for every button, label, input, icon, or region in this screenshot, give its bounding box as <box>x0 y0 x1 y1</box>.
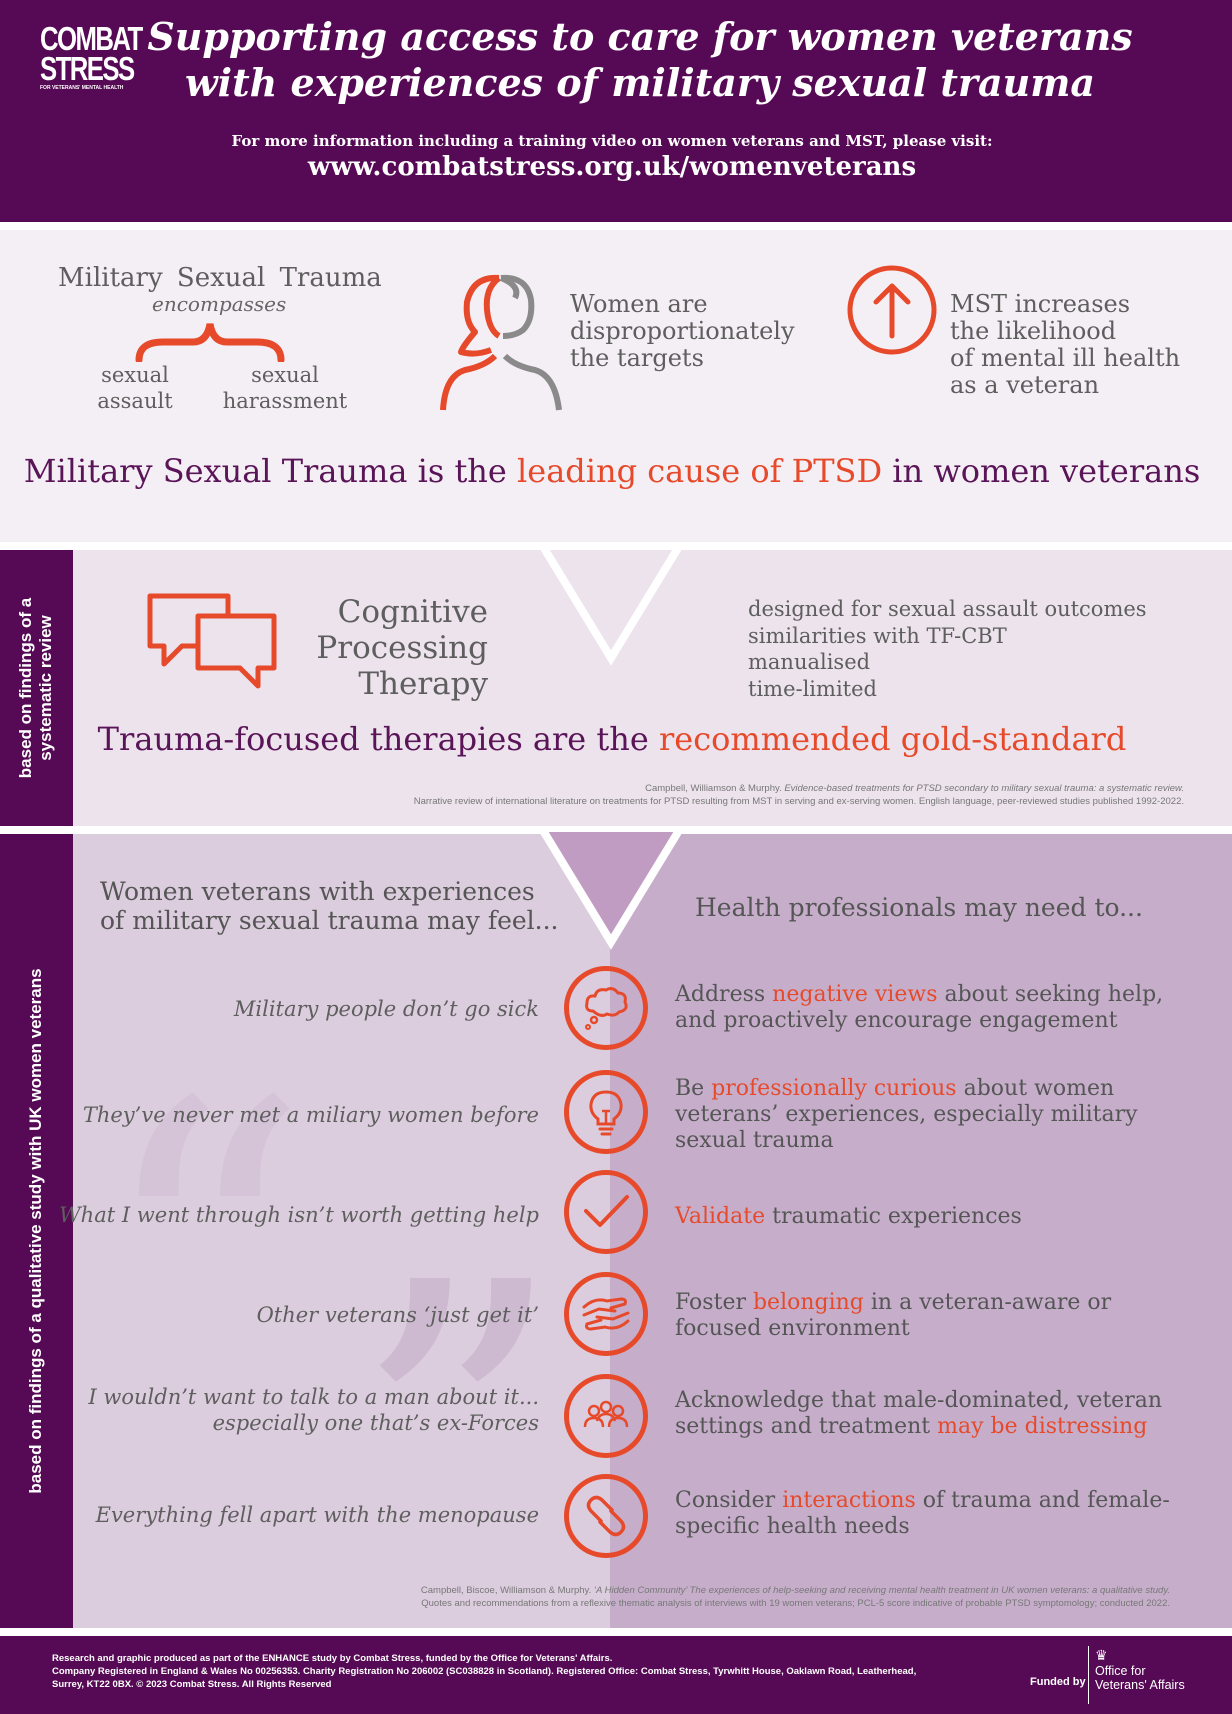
lightbulb-icon <box>564 1070 648 1154</box>
recommendation-2: Be professionally curious about women ve… <box>675 1076 1138 1153</box>
recommendation-5: Acknowledge that male-dominated, veteran… <box>675 1388 1162 1439</box>
qualitative-study-reference: Campbell, Biscoe, Williamson & Murphy. ‘… <box>420 1585 1170 1609</box>
recommendation-6: Consider interactions of trauma and fema… <box>675 1488 1170 1539</box>
office-for-veterans-affairs-logo: ♛ Office for Veterans' Affairs <box>1088 1646 1205 1704</box>
divider-arrow-down <box>540 548 682 666</box>
gold-standard-statement: Trauma-focused therapies are the recomme… <box>97 720 1127 758</box>
mst-label: Military Sexual Trauma <box>58 263 382 293</box>
quote-3: What I went through isn’t worth getting … <box>59 1203 539 1227</box>
quote-1: Military people don’t go sick <box>233 997 539 1021</box>
group-icon <box>564 1374 648 1458</box>
systematic-review-reference: Campbell, Williamson & Murphy. Evidence-… <box>413 783 1184 807</box>
quote-4: Other veterans ‘just get it’ <box>256 1303 539 1327</box>
may-need-heading: Health professionals may need to... <box>695 893 1143 922</box>
up-arrow-circle-icon <box>847 265 937 355</box>
quote-6: Everything fell apart with the menopause <box>95 1503 539 1527</box>
thought-bubble-icon <box>564 966 648 1050</box>
quote-2: They’ve never met a miliary women before <box>82 1103 539 1127</box>
info-text: For more information including a trainin… <box>231 132 993 150</box>
qualitative-study-sidebar: based on findings of a qualitative study… <box>0 834 73 1628</box>
cpt-points: designed for sexual assault outcomes sim… <box>748 597 1147 701</box>
sexual-harassment-label: sexual harassment <box>222 363 348 413</box>
footer-bar <box>0 1636 1232 1714</box>
encompasses-label: encompasses <box>152 292 287 316</box>
may-feel-heading: Women veterans with experiences of milit… <box>100 877 559 935</box>
recommendations-column-bg <box>610 834 1232 1628</box>
recommendation-3: Validate traumatic experiences <box>675 1204 1022 1229</box>
mst-overview-panel <box>0 230 1232 542</box>
recommendation-1: Address negative views about seeking hel… <box>675 982 1164 1033</box>
ptsd-statement: Military Sexual Trauma is the leading ca… <box>23 452 1201 490</box>
funded-by-label: Funded by <box>1030 1676 1086 1688</box>
women-targets-text: Women are disproportionately the targets <box>570 290 795 372</box>
mst-increases-text: MST increases the likelihood of mental i… <box>950 290 1181 399</box>
speech-bubbles-icon <box>147 593 277 689</box>
recommendation-4: Foster belonging in a veteran-aware or f… <box>675 1290 1112 1341</box>
close-quote-mark: ” <box>350 1195 565 1684</box>
page-title: Supporting access to care for women vete… <box>147 14 1133 105</box>
systematic-review-sidebar: based on findings of a systematic review <box>0 550 73 826</box>
cpt-title: Cognitive Processing Therapy <box>316 594 488 702</box>
open-quote-mark: “ <box>96 1015 311 1504</box>
info-url-link[interactable]: www.combatstress.org.uk/womenveterans <box>307 152 917 182</box>
chain-link-icon <box>564 1474 648 1558</box>
checkmark-icon <box>564 1170 648 1254</box>
woman-man-profile-icon <box>440 274 562 411</box>
header-banner <box>0 0 1232 222</box>
combat-stress-logo: COMBAT STRESS FOR VETERANS' MENTAL HEALT… <box>40 20 143 92</box>
footer-legal-text: Research and graphic produced as part of… <box>52 1653 917 1690</box>
sexual-assault-label: sexual assault <box>97 363 173 413</box>
royal-crest-icon: ♛ <box>1095 1647 1108 1663</box>
quote-5: I wouldn’t want to talk to a man about i… <box>88 1385 539 1435</box>
divider-arrow-down <box>540 832 682 950</box>
helping-hands-icon <box>564 1272 648 1356</box>
curly-brace-icon <box>135 323 285 362</box>
